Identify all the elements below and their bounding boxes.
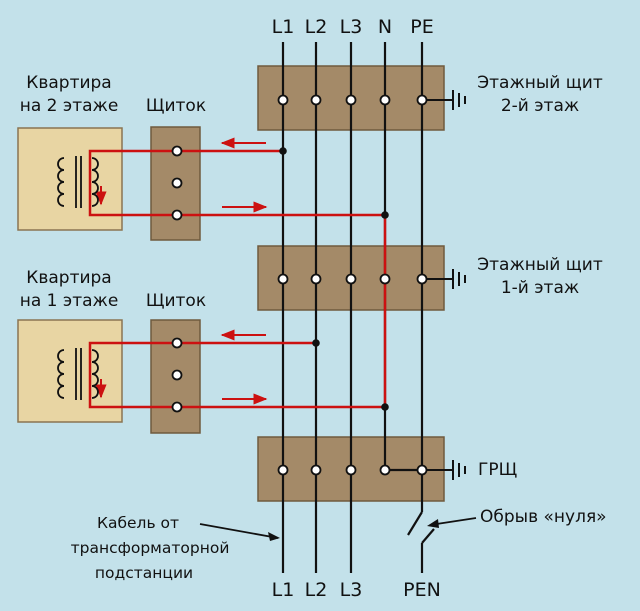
floor2-board-label-2: 2-й этаж <box>501 96 579 116</box>
apartment1-panel-label: Щиток <box>146 291 206 311</box>
cable-pointer-head <box>268 532 280 541</box>
apartment2-label-1: Квартира <box>26 73 111 93</box>
cable-label-1: Кабель от <box>97 514 179 532</box>
neutral-break-label: Обрыв «нуля» <box>480 507 607 527</box>
main-board-label: ГРЩ <box>478 460 517 480</box>
apartment2-panel-label: Щиток <box>146 96 206 116</box>
apartment1-label-2: на 1 этаже <box>20 291 119 311</box>
current-path <box>88 149 387 409</box>
bus-label-l3-bottom: L3 <box>340 579 363 601</box>
bus-label-pen-bottom: PEN <box>403 579 441 601</box>
apartment1-label-1: Квартира <box>26 268 111 288</box>
bus-label-n-top: N <box>378 16 392 38</box>
bus-label-l3-top: L3 <box>340 16 363 38</box>
bus-label-l2-top: L2 <box>305 16 328 38</box>
floor1-board-label-2: 1-й этаж <box>501 278 579 298</box>
cable-label-2: трансформаторной <box>71 539 230 557</box>
apartment1-box <box>17 319 123 423</box>
floor2-board-label-1: Этажный щит <box>477 73 603 93</box>
terminals <box>171 94 428 476</box>
junction-dots <box>279 147 389 411</box>
cable-pointer <box>199 523 279 539</box>
current-arrows <box>95 137 268 405</box>
bus-wires <box>281 42 435 573</box>
floor1-board-label-1: Этажный щит <box>477 255 603 275</box>
apartment2-label-2: на 2 этаже <box>20 96 119 116</box>
cable-label-3: подстанции <box>95 564 193 582</box>
bus-label-pe-top: PE <box>410 16 433 38</box>
bus-label-l1-top: L1 <box>272 16 295 38</box>
break-pointer-head <box>427 519 439 528</box>
bus-label-l2-bottom: L2 <box>305 579 328 601</box>
apartment2-box <box>17 127 123 231</box>
transformer-icon <box>57 348 99 400</box>
transformer-icon <box>57 156 99 208</box>
bus-label-l1-bottom: L1 <box>272 579 295 601</box>
